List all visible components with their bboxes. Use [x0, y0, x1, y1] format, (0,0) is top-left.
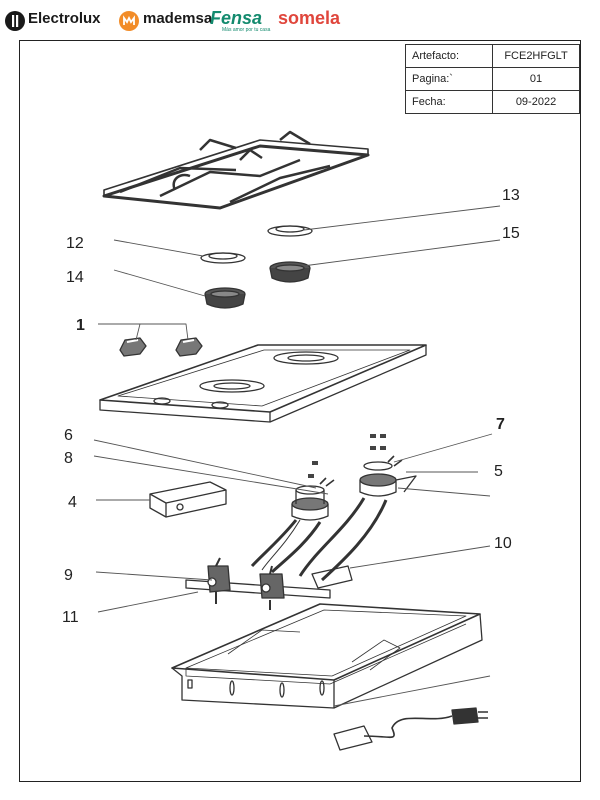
control-knob	[119, 337, 147, 357]
part-label-1: 1	[76, 317, 85, 334]
power-cord	[333, 707, 488, 751]
brand-somela: somela	[278, 8, 341, 28]
part-label-9: 9	[64, 567, 73, 584]
diagram-frame	[19, 40, 581, 782]
part-label-11: 11	[62, 609, 79, 626]
part-label-13: 13	[502, 187, 520, 204]
brand-bar: Electrolux mademsa Fensa Más amor por tu…	[0, 0, 600, 40]
electrolux-logo-icon	[5, 11, 25, 31]
gas-valve-manifold	[185, 557, 331, 610]
part-label-8: 8	[64, 450, 73, 467]
part-label-14: 14	[66, 269, 84, 286]
info-row-artefacto: Artefacto: FCE2HFGLT	[405, 44, 580, 68]
burner-cap-12	[200, 252, 246, 264]
part-label-6: 6	[64, 427, 73, 444]
leader-lines	[93, 205, 501, 707]
burner-cap-13	[267, 225, 313, 237]
brand-electrolux: Electrolux	[28, 10, 101, 27]
brand-fensa: Fensa	[210, 8, 263, 28]
part-label-4: 4	[68, 494, 77, 511]
part-label-5: 5	[494, 463, 503, 480]
burner-body-left	[291, 477, 335, 521]
burner-head-15	[269, 261, 311, 283]
control-knob	[175, 337, 203, 357]
gas-tubes	[250, 497, 388, 582]
info-row-fecha: Fecha: 09-2022	[405, 90, 580, 114]
info-table: Artefacto: FCE2HFGLT Pagina:` 01 Fecha: …	[405, 44, 580, 114]
pan-support-grid	[102, 130, 370, 210]
burner-body-right	[359, 455, 417, 497]
base-tray	[171, 603, 483, 709]
screws	[308, 434, 386, 478]
info-value: 09-2022	[492, 90, 580, 114]
brand-fensa-tagline: Más amor por tu casa	[222, 27, 271, 33]
part-label-12: 12	[66, 235, 84, 252]
brand-mademsa: mademsa	[143, 10, 213, 27]
mademsa-logo-icon	[119, 11, 139, 31]
part-label-10: 10	[494, 535, 512, 552]
cooktop-top-panel	[99, 344, 427, 423]
part-label-7: 7	[496, 416, 505, 433]
burner-head-14	[204, 287, 246, 309]
gas-bracket	[311, 565, 353, 589]
ignition-module	[149, 481, 227, 518]
part-label-15: 15	[502, 225, 520, 242]
